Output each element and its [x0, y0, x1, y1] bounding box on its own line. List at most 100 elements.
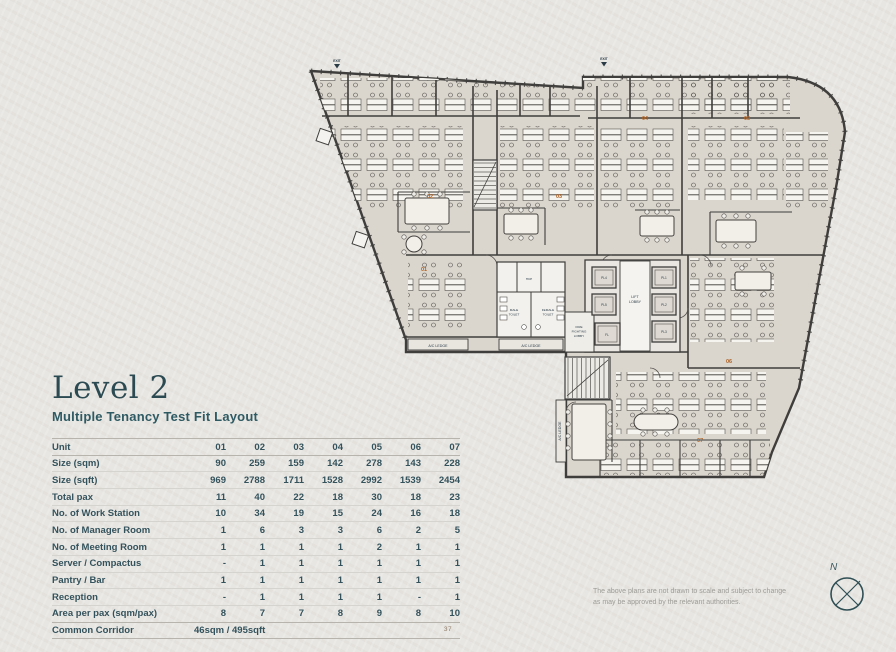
- row-label: No. of Meeting Room: [52, 538, 187, 556]
- compass-north-label: N: [830, 562, 838, 573]
- female-toilet-label: TOILET: [543, 313, 554, 317]
- cell: 1: [265, 572, 304, 590]
- cell: 18: [421, 505, 460, 523]
- lift-lobby-label: LIFT: [631, 295, 639, 299]
- disclaimer-line2: as may be approved by the relevant autho…: [593, 598, 741, 606]
- cell: 159: [265, 455, 304, 473]
- cell: 1: [265, 588, 304, 606]
- cell: 16: [382, 505, 421, 523]
- page-title: Level 2: [52, 370, 170, 406]
- lift-label: PL2: [661, 303, 667, 307]
- cell: 30: [343, 488, 382, 506]
- cell: 142: [304, 455, 343, 473]
- cell: 19: [265, 505, 304, 523]
- unit-label-05: 05: [744, 116, 750, 122]
- cell: 1: [187, 538, 226, 556]
- lift-label: PL3: [661, 330, 667, 334]
- cell: 2788: [226, 471, 265, 490]
- stairs: [472, 159, 611, 400]
- exit-arrow-icon: [334, 64, 340, 69]
- footer-label: Common Corridor: [52, 622, 187, 640]
- cell: 23: [421, 488, 460, 506]
- header-col-04: 04: [304, 438, 343, 456]
- toilets: [496, 261, 566, 338]
- cell: 1: [187, 521, 226, 540]
- cell: 34: [226, 505, 265, 523]
- table-row: Server / Compactus - 1 1 1 1 1 1: [52, 555, 460, 573]
- lift-label: PL5: [601, 303, 607, 307]
- cell: 15: [304, 505, 343, 523]
- table-footer-row: Common Corridor 46sqm / 495sqft: [52, 622, 460, 640]
- cell: 1: [265, 555, 304, 573]
- page-subtitle: Multiple Tenancy Test Fit Layout: [52, 408, 258, 424]
- cell: 1: [421, 555, 460, 573]
- fire-lobby-label: LOBBY: [574, 334, 584, 338]
- cell: 2: [382, 521, 421, 540]
- table-row: Size (sqm) 90 259 159 142 278 143 228: [52, 455, 460, 473]
- lift-label: PL4: [601, 276, 607, 280]
- cell: 5: [421, 521, 460, 540]
- cell: 2454: [421, 471, 460, 490]
- cell: 2992: [343, 471, 382, 490]
- row-label: Total pax: [52, 488, 187, 506]
- cell: 8: [187, 605, 226, 623]
- unit-label-01: 01: [421, 267, 427, 273]
- cell: 3: [265, 521, 304, 540]
- cell: 40: [226, 488, 265, 506]
- row-label: Reception: [52, 588, 187, 606]
- room-labels: LIFT LOBBY FIRE FIGHTING LOBBY MALE TOIL…: [428, 276, 667, 441]
- cell: 1: [382, 538, 421, 556]
- exit-markers: EXIT EXIT: [333, 57, 609, 69]
- table-row: Total pax 11 40 22 18 30 18 23: [52, 488, 460, 506]
- cell: 22: [265, 488, 304, 506]
- cell: 278: [343, 455, 382, 473]
- unit-table: Unit 01 02 03 04 05 06 07 Size (sqm) 90 …: [52, 438, 460, 640]
- cell: -: [382, 588, 421, 606]
- cell: 1: [226, 555, 265, 573]
- table-header-row: Unit 01 02 03 04 05 06 07: [52, 438, 460, 456]
- cell: 1528: [304, 471, 343, 490]
- lift-label: PL1: [661, 276, 667, 280]
- header-col-02: 02: [226, 438, 265, 456]
- cell: 1: [304, 538, 343, 556]
- title-block: Level 2 Multiple Tenancy Test Fit Layout: [52, 372, 258, 424]
- fire-lobby-label: FIGHTING: [572, 330, 587, 334]
- cell: 1539: [382, 471, 421, 490]
- page-number: 37: [443, 626, 453, 633]
- table-row: Size (sqft) 969 2788 1711 1528 2992 1539…: [52, 471, 460, 490]
- cell: 6: [343, 521, 382, 540]
- cell: 1: [382, 572, 421, 590]
- header-col-06: 06: [382, 438, 421, 456]
- cell: 7: [265, 605, 304, 623]
- cell: 1: [343, 588, 382, 606]
- cell: 1: [343, 555, 382, 573]
- table-row: No. of Meeting Room 1 1 1 1 2 1 1: [52, 538, 460, 556]
- row-label: No. of Manager Room: [52, 521, 187, 540]
- table-row: Reception - 1 1 1 1 - 1: [52, 588, 460, 606]
- male-toilet-label: MALE: [510, 308, 518, 312]
- cell: 1: [421, 572, 460, 590]
- ac-ledge-label: A/C LEDGE: [558, 421, 562, 441]
- cell: 1: [265, 538, 304, 556]
- unit-label-02: 02: [427, 194, 433, 200]
- table-row: Area per pax (sqm/pax) 8 7 7 8 9 8 10: [52, 605, 460, 623]
- ac-ledge-label: A/C LEDGE: [521, 344, 541, 348]
- exit-arrow-icon: [601, 62, 607, 67]
- facade-boxes: [315, 127, 370, 249]
- unit-label-06: 06: [726, 359, 732, 365]
- cell: 18: [304, 488, 343, 506]
- cell: 1711: [265, 471, 304, 490]
- ac-ledges: [407, 338, 567, 463]
- row-label: No. of Work Station: [52, 505, 187, 523]
- cell: 1: [421, 588, 460, 606]
- table-row: Pantry / Bar 1 1 1 1 1 1 1: [52, 572, 460, 590]
- exit-label: EXIT: [333, 59, 341, 63]
- table-row: No. of Manager Room 1 6 3 3 6 2 5: [52, 521, 460, 540]
- meeting-tables: [401, 191, 772, 461]
- cell: -: [187, 555, 226, 573]
- cell: 10: [187, 505, 226, 523]
- header-col-07: 07: [421, 438, 460, 456]
- hcp-label: HCP: [526, 277, 533, 281]
- header-col-05: 05: [343, 438, 382, 456]
- cell: 143: [382, 455, 421, 473]
